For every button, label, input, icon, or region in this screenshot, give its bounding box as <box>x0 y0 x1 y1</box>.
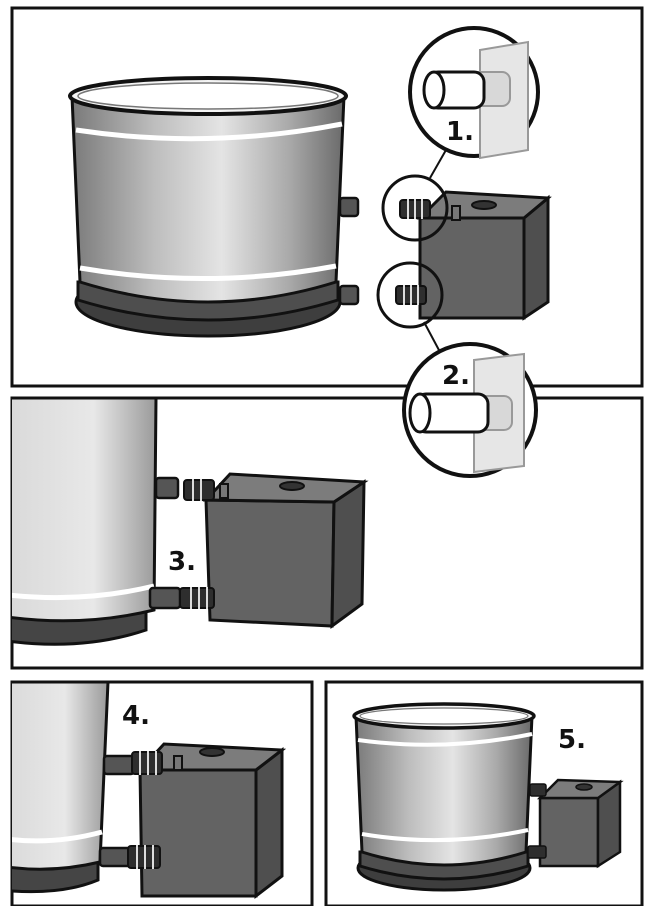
tank <box>70 78 358 336</box>
filter-box-attached <box>128 744 282 896</box>
upper-connector <box>400 199 430 219</box>
panel-4: 4. <box>0 682 312 906</box>
step-2-label: 2. <box>442 361 470 391</box>
step-3-label: 3. <box>168 547 196 577</box>
step-4-label: 4. <box>122 701 150 731</box>
step-1-label: 1. <box>446 117 474 147</box>
panel-1: 1. <box>12 8 642 386</box>
step-5-label: 5. <box>558 725 586 755</box>
filter-box-final <box>528 780 620 866</box>
filter-box-mounted <box>180 474 364 626</box>
tank-small <box>354 704 534 890</box>
panel-2: 3. <box>0 398 642 668</box>
lower-connector <box>396 285 426 305</box>
panel-5: 5. <box>326 682 642 906</box>
